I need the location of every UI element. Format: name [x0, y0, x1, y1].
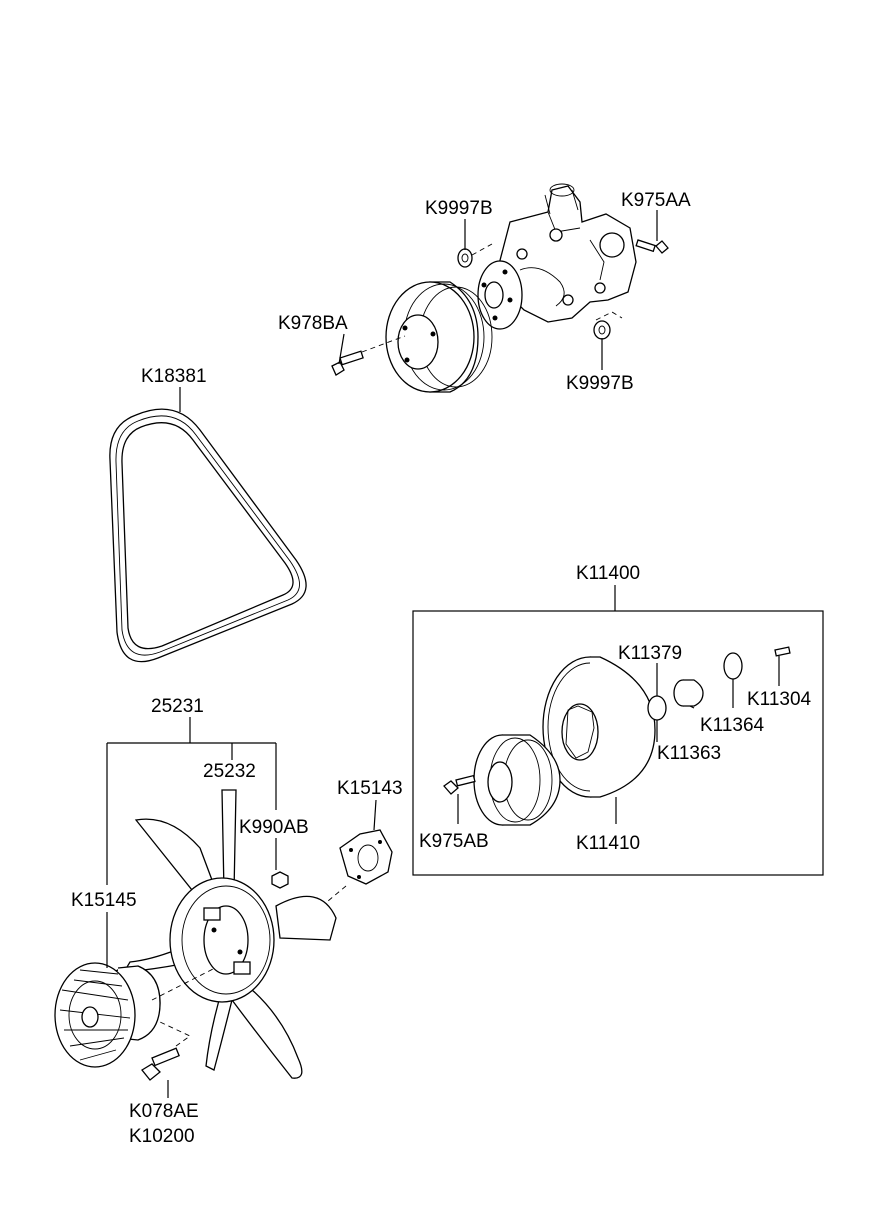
label-25231: 25231 [151, 696, 204, 717]
fan-spacer [321, 829, 393, 907]
pulley-small-bolt [443, 774, 476, 795]
label-k15143: K15143 [337, 778, 403, 799]
label-k9997b-top: K9997B [425, 198, 493, 219]
fan-pulley [473, 734, 561, 826]
water-pump-pulley [385, 281, 493, 393]
water-pump [497, 183, 637, 323]
label-k11304: K11304 [747, 689, 812, 710]
bearing-sleeve [673, 679, 704, 707]
pump-bolt [635, 239, 669, 254]
leader-lines [106, 210, 780, 1098]
label-k11379: K11379 [618, 643, 682, 664]
cooling-fan [122, 789, 337, 1079]
label-k18381: K18381 [141, 366, 207, 387]
label-k978ba: K978BA [278, 313, 348, 334]
label-k11400: K11400 [576, 563, 640, 584]
label-k15145: K15145 [71, 890, 137, 911]
fan-nut [271, 871, 289, 889]
pump-hub-flange [477, 260, 523, 330]
label-25232: 25232 [203, 761, 256, 782]
clutch-bolt [141, 1021, 191, 1081]
label-k975aa: K975AA [621, 190, 691, 211]
fan-pulley-hub [542, 656, 656, 798]
label-k10200: K10200 [129, 1126, 195, 1147]
washer-bottom [593, 311, 623, 340]
o-ring [647, 695, 667, 721]
fan-clutch [54, 962, 216, 1068]
washer-top [457, 243, 493, 268]
v-belt [109, 408, 307, 663]
label-k990ab: K990AB [239, 817, 309, 838]
part-labels: K9997B K975AA K978BA K9997B K18381 K1140… [71, 190, 812, 1147]
label-k11364: K11364 [700, 715, 765, 736]
label-k078ae: K078AE [129, 1101, 199, 1122]
label-k11410: K11410 [576, 833, 640, 854]
pulley-bolt [331, 335, 406, 376]
pin [774, 646, 791, 657]
label-k11363: K11363 [657, 743, 721, 764]
snap-ring [723, 652, 743, 680]
k11400-group-box [412, 610, 824, 876]
label-k9997b-bottom: K9997B [566, 373, 634, 394]
label-k975ab: K975AB [419, 831, 489, 852]
